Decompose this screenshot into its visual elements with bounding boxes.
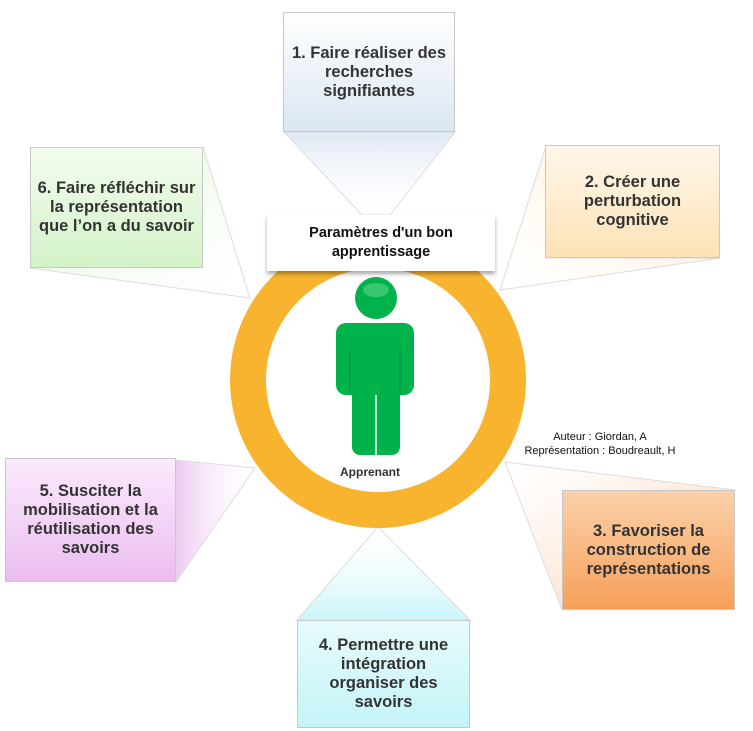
beam-5 — [175, 459, 256, 584]
item-4: 4. Permettre une intégration organiser d… — [297, 620, 470, 728]
center-label: Apprenant — [340, 465, 400, 479]
beam-4 — [295, 526, 472, 621]
beam-1 — [282, 131, 457, 216]
representation-text: Représentation : Boudreault, H — [524, 445, 676, 457]
person-icon — [336, 277, 414, 455]
item-5: 5. Susciter la mobilisation et la réutil… — [5, 458, 176, 582]
item-1: 1. Faire réaliser des recherches signifi… — [283, 12, 455, 132]
author-text: Auteur : Giordan, A — [553, 431, 647, 443]
diagram-title: Paramètres d'un bon apprentissage — [267, 215, 495, 271]
item-2: 2. Créer une perturbation cognitive — [545, 145, 720, 258]
credits: Auteur : Giordan, A Représentation : Bou… — [505, 430, 695, 458]
item-6: 6. Faire réfléchir sur la représentation… — [30, 147, 203, 268]
item-3: 3. Favoriser la construction de représen… — [562, 490, 735, 610]
